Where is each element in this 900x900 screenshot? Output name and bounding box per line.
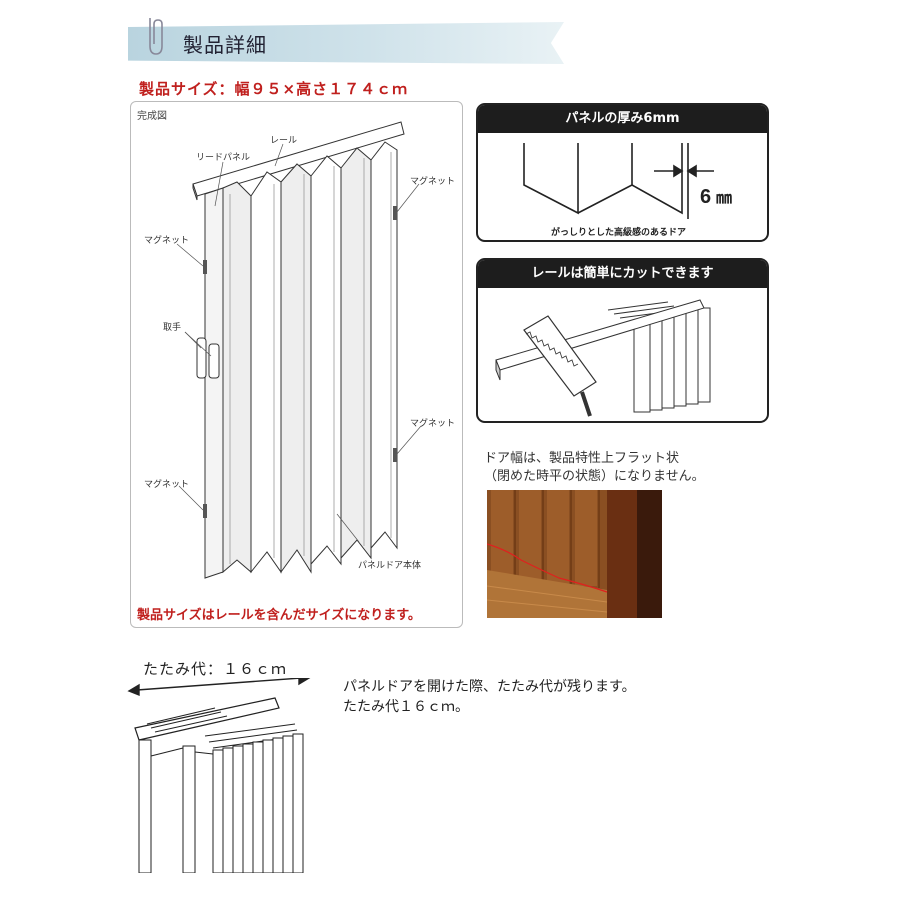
door-photo — [487, 490, 662, 618]
rail-cut-panel: レールは簡単にカットできます — [476, 258, 769, 423]
lead-panel-label: リードパネル — [196, 153, 251, 163]
thickness-diagram: 6 ㎜ — [523, 143, 732, 219]
door-diagram — [176, 121, 422, 579]
door-note-line2: （閉めた時平の状態）になりません。 — [484, 469, 705, 484]
handle-label: 取手 — [163, 323, 182, 333]
magnet-label-1: マグネット — [410, 177, 456, 187]
magnet-label-4: マグネット — [144, 480, 190, 490]
door-note-line1: ドア幅は、製品特性上フラット状 — [484, 451, 680, 466]
product-size-title: 製品サイズ：幅９５×高さ１７４ｃｍ — [139, 80, 409, 98]
thickness-panel: パネルの厚み6mm 6 ㎜ — [476, 103, 769, 242]
rail-cut-diagram — [495, 299, 711, 417]
thickness-unit: ㎜ — [716, 188, 732, 207]
fold-note-line2: たたみ代１６ｃｍ。 — [343, 699, 469, 715]
complete-label: 完成図 — [137, 111, 167, 122]
magnet-label-2: マグネット — [144, 236, 190, 246]
thickness-panel-title: パネルの厚み6mm — [478, 105, 767, 133]
magnet-label-3: マグネット — [410, 419, 456, 429]
fold-diagram — [127, 678, 311, 873]
thickness-value: 6 — [700, 186, 711, 208]
rail-cut-panel-title: レールは簡単にカットできます — [478, 260, 767, 288]
thickness-caption: がっしりとした高級感のあるドア — [551, 228, 687, 238]
fold-title: たたみ代：１６ｃｍ — [143, 660, 288, 678]
header-banner — [128, 22, 564, 64]
door-body-label: パネルドア本体 — [358, 561, 422, 571]
paperclip-icon — [149, 18, 163, 55]
rail-label: レール — [270, 136, 298, 146]
fold-note-line1: パネルドアを開けた際、たたみ代が残ります。 — [343, 679, 636, 695]
size-note: 製品サイズはレールを含んだサイズになります。 — [137, 608, 421, 623]
header-title: 製品詳細 — [183, 33, 267, 57]
